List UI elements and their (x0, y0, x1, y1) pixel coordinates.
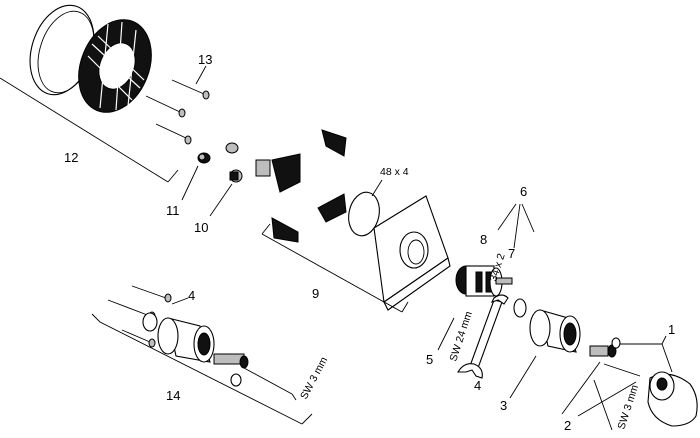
part-12-mounting-plate (29, 4, 152, 113)
part-11-stop (197, 152, 211, 164)
part-9-cover-plate (255, 129, 451, 311)
leader-1 (620, 343, 673, 373)
part-5-cartridge (455, 265, 513, 297)
callout-6: 6 (520, 184, 527, 199)
dim-hex-14: SW 3 mm (298, 355, 330, 402)
callout-10: 10 (194, 220, 208, 235)
callout-3: 3 (500, 398, 507, 413)
part-10-plugs (225, 142, 243, 183)
part-2-set-screw (589, 337, 641, 377)
callout-5: 5 (426, 352, 433, 367)
part-13-screws (145, 79, 210, 145)
leader-14 (91, 313, 303, 425)
callout-8: 8 (480, 232, 487, 247)
callout-9: 9 (312, 286, 319, 301)
part-4-oring (142, 312, 158, 332)
callout-14: 14 (166, 388, 180, 403)
dim-oring-48x4: 48 x 4 (380, 166, 409, 178)
callout-4b: 4 (474, 378, 481, 393)
callout-7: 7 (508, 246, 515, 261)
leader-12 (0, 77, 169, 183)
part-4-wrench (457, 294, 509, 379)
callout-2: 2 (564, 418, 571, 433)
leader-9 (261, 233, 403, 313)
callout-12: 12 (64, 150, 78, 165)
oring-48x4 (348, 191, 380, 237)
part-14-extension-set (107, 285, 297, 401)
part-7-oring (513, 298, 527, 318)
hex-key-2 (593, 379, 613, 431)
callout-4a: 4 (188, 288, 195, 303)
dim-hex-2: SW 3 mm (615, 383, 641, 431)
part-1-handle (647, 371, 698, 427)
callout-1: 1 (668, 322, 675, 337)
callout-13: 13 (198, 52, 212, 67)
part-3-sleeve (529, 309, 581, 353)
callout-11: 11 (166, 203, 180, 218)
dim-wrench-24: SW 24 mm (447, 310, 475, 363)
